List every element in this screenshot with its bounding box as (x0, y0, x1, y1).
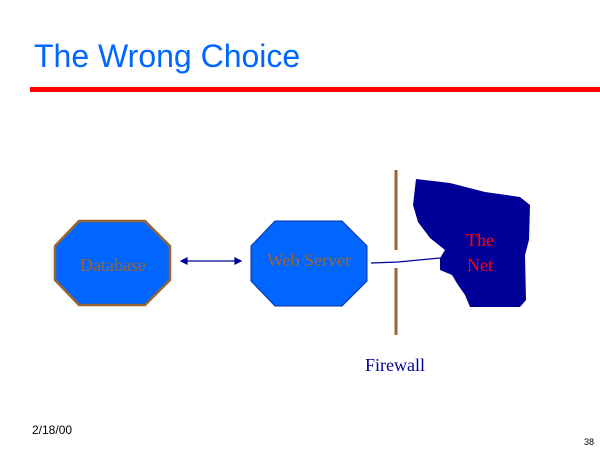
connection-line (370, 257, 441, 264)
footer-date: 2/18/00 (32, 423, 73, 437)
firewall-label: Firewall (365, 355, 425, 375)
database-node (53, 219, 172, 307)
the-net-label-line2: Net (467, 255, 493, 275)
bidirectional-arrow (179, 257, 243, 265)
web-server-node (250, 220, 368, 307)
slide-title: The Wrong Choice (34, 38, 301, 74)
the-net-label-line1: The (466, 230, 494, 250)
database-label: Database (80, 255, 146, 275)
the-net-cloud (413, 179, 530, 307)
title-rule (30, 87, 600, 92)
page-number: 38 (584, 437, 595, 447)
web-server-label: Web Server (266, 250, 351, 270)
